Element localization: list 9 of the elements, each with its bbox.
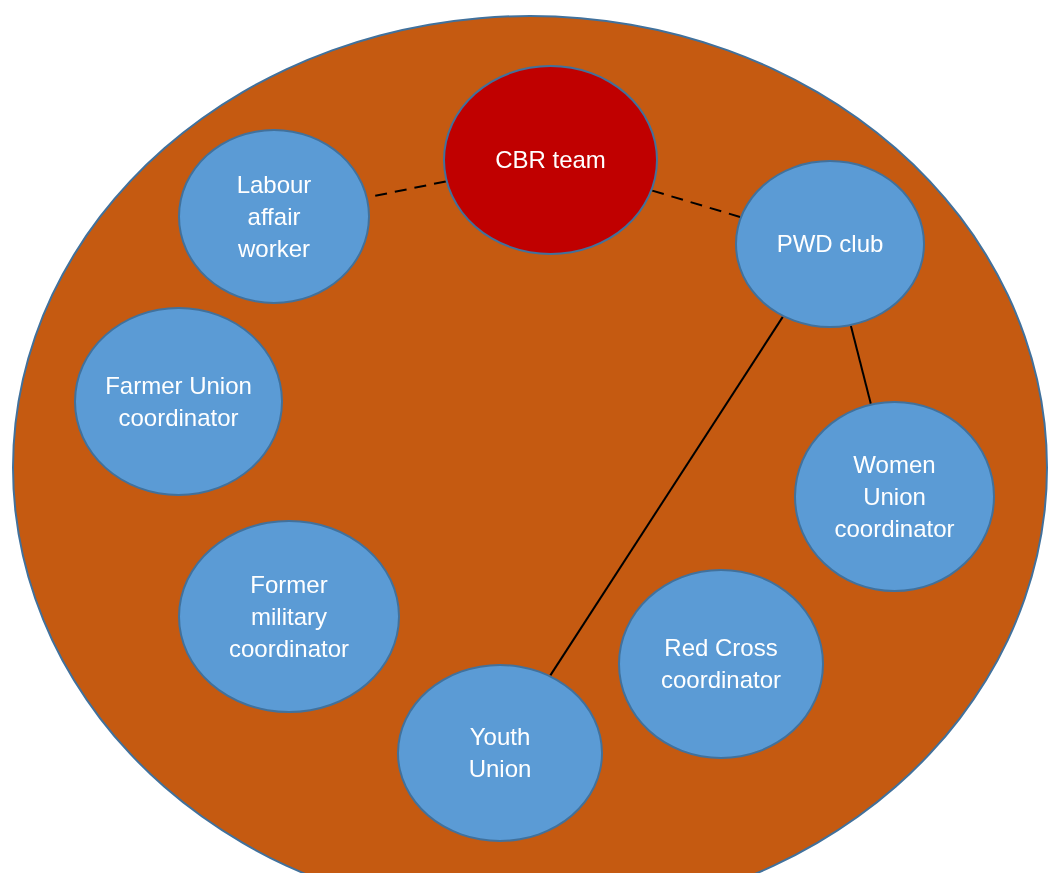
node-label: Farmer Union coordinator — [104, 370, 253, 433]
connector-line — [849, 324, 872, 405]
node-label: Red Cross coordinator — [659, 633, 783, 695]
node-label: Labour affair worker — [235, 169, 313, 264]
node-label: Women Union coordinator — [833, 449, 956, 544]
node-label: Former military coordinator — [227, 569, 351, 664]
node-label: PWD club — [776, 229, 884, 259]
node-label: CBR team — [495, 145, 606, 175]
node-label: Youth Union — [467, 722, 533, 784]
